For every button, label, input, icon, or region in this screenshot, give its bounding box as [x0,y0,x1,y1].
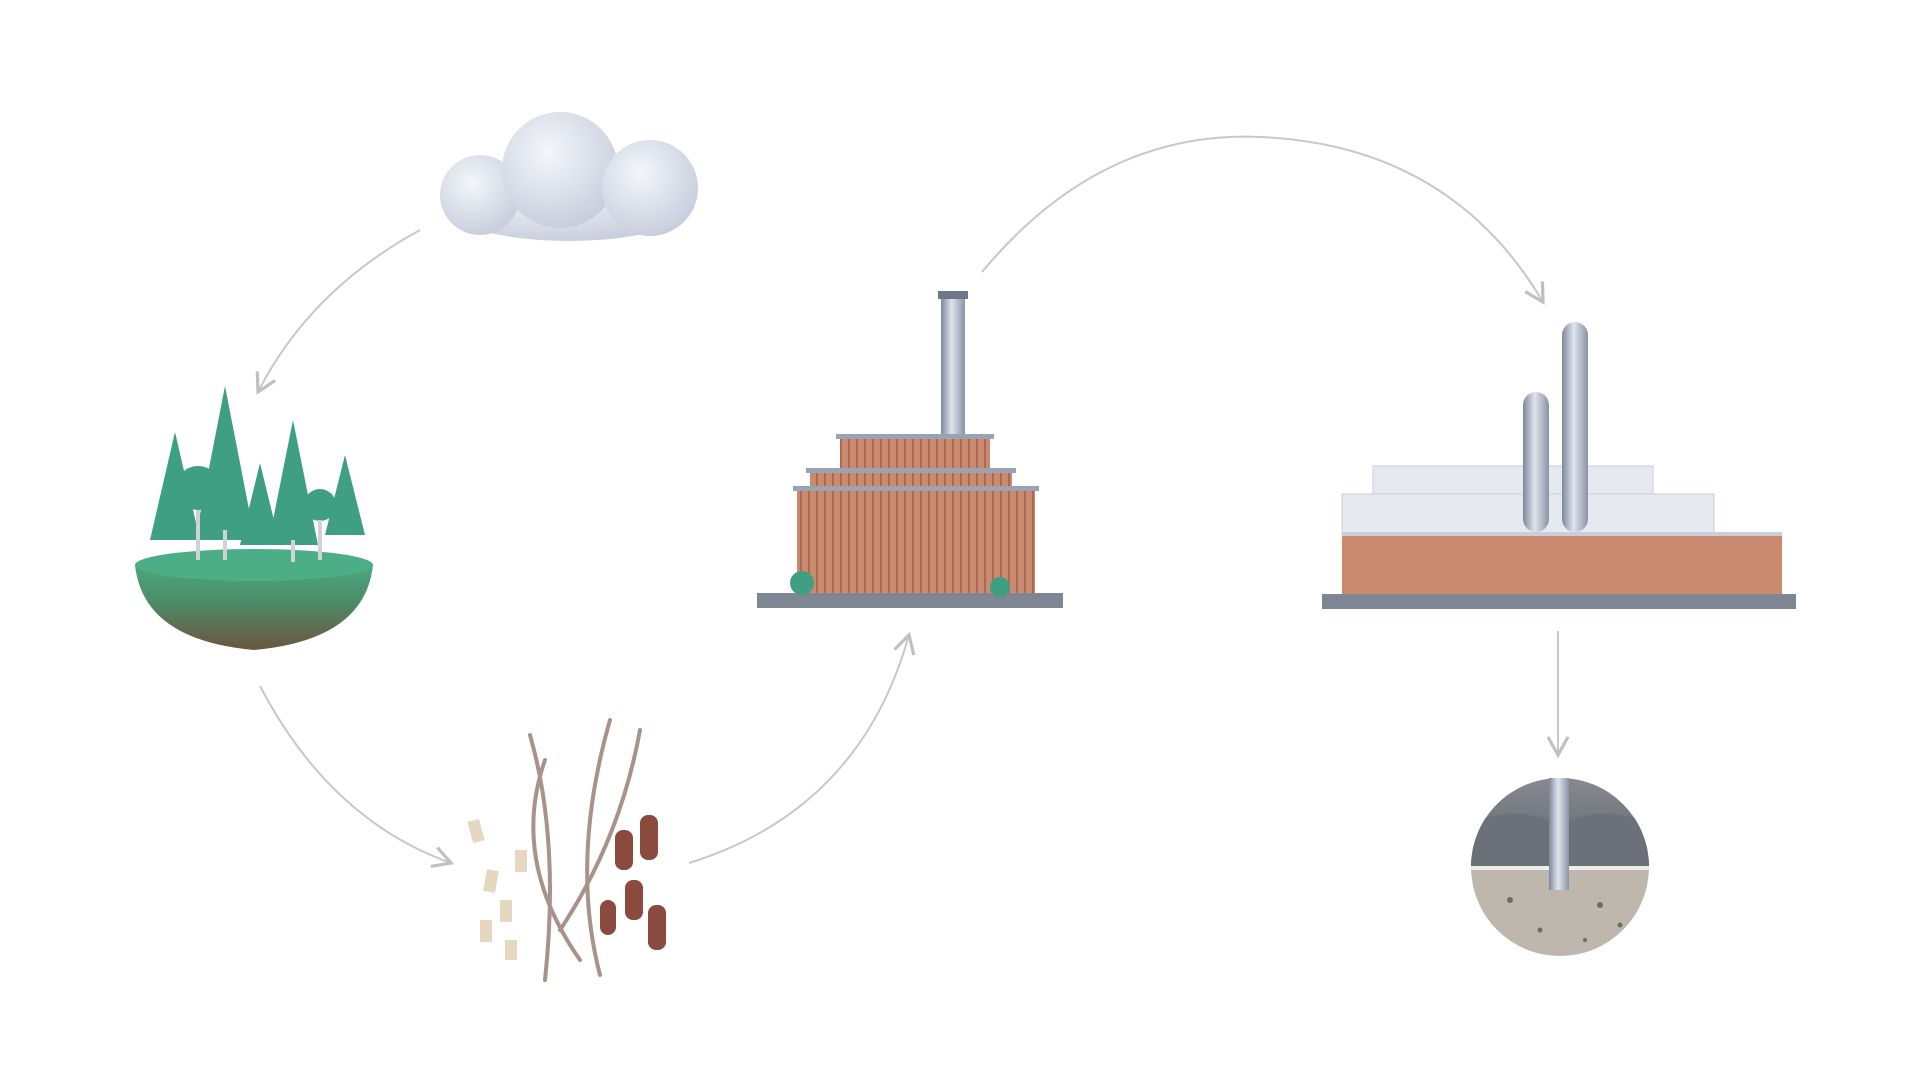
cloud-icon [440,112,698,241]
arrow-forest-to-biomass [259,685,455,868]
power-plant-icon [757,291,1063,608]
storage-well-icon [1471,778,1649,956]
capture-facility-icon [1322,322,1796,609]
arrow-cloud-to-forest [255,229,421,395]
arrow-biomass-to-plant [688,631,916,864]
flow-arrows [255,135,1570,868]
arrow-plant-to-capture [981,135,1545,305]
biomass-icon [467,718,666,982]
forest-icon [135,386,373,650]
